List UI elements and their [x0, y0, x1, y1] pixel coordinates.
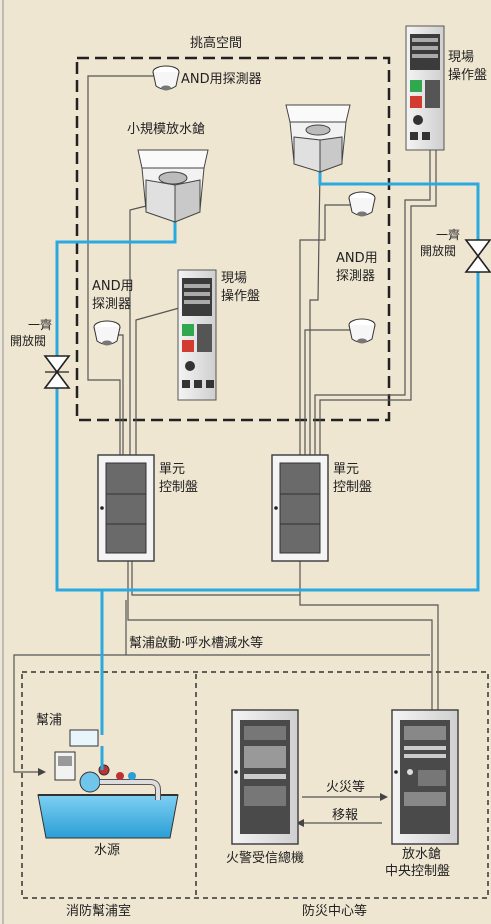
- and-detector-left-label-line1: AND用: [92, 279, 134, 294]
- unit-panel-left-label-line1: 單元: [159, 462, 186, 477]
- and-detector-left-label-line2: 探測器: [92, 297, 132, 312]
- detector-right-lower-icon: [348, 318, 376, 344]
- lower-area-boundary: [21, 671, 489, 899]
- fire-etc-label: 火災等: [326, 780, 366, 795]
- local-panel-right-label-line2: 操作盤: [448, 68, 488, 83]
- and-detector-right-label-line1: AND用: [336, 251, 378, 266]
- valve-left-icon: [43, 355, 71, 389]
- detector-left-icon: [93, 320, 121, 346]
- water-tank-icon: [37, 794, 179, 839]
- disaster-center-label: 防災中心等: [302, 904, 368, 919]
- unit-panel-right-label-line2: 控制盤: [333, 480, 373, 495]
- pump-label: 幫浦: [36, 713, 63, 728]
- central-panel-label-line1: 放水鎗: [402, 847, 442, 862]
- valve-right-icon: [464, 239, 491, 273]
- local-panel-right-icon: [405, 25, 445, 151]
- unit-panel-right-label-line1: 單元: [333, 462, 360, 477]
- valve-left-label-line2: 開放閥: [10, 334, 47, 348]
- unit-panel-left-icon: [97, 454, 155, 562]
- atrium-label: 挑高空間: [190, 36, 243, 51]
- fire-alarm-panel-label: 火警受信總機: [226, 851, 305, 866]
- water-source-label: 水源: [94, 843, 121, 858]
- valve-left-label-line1: 一齊: [28, 318, 53, 332]
- arrowheads: [38, 768, 388, 827]
- local-panel-right-label-line1: 現場: [448, 50, 475, 65]
- water-pipes: [55, 172, 480, 735]
- detector-top-icon: [152, 65, 180, 91]
- unit-panel-left-label-line2: 控制盤: [159, 480, 199, 495]
- pump-room-label: 消防幫浦室: [66, 904, 132, 919]
- central-panel-label-line2: 中央控制盤: [385, 864, 451, 879]
- water-gun-right-icon: [285, 104, 351, 173]
- detector-right-upper-icon: [348, 191, 376, 217]
- and-detector-right-label-line2: 探測器: [336, 269, 376, 284]
- central-control-panel-icon: [391, 709, 459, 845]
- unit-panel-right-icon: [271, 454, 329, 562]
- valve-right-label-line2: 開放閥: [420, 244, 457, 258]
- valve-right-label-line1: 一齊: [436, 228, 461, 242]
- fire-alarm-panel-icon: [231, 709, 299, 845]
- atrium-area-boundary: [75, 56, 391, 422]
- transfer-label: 移報: [332, 808, 359, 823]
- pump-icon: [54, 729, 161, 800]
- pump-signal-label: 幫浦啟動‧呼水槽減水等: [129, 636, 264, 651]
- local-panel-mid-label-line2: 操作盤: [221, 289, 261, 304]
- local-panel-mid-label-line1: 現場: [221, 271, 248, 286]
- small-water-gun-label: 小規模放水鎗: [127, 122, 206, 137]
- water-gun-left-icon: [137, 149, 209, 223]
- and-detector-top-label: AND用探測器: [181, 72, 262, 87]
- local-panel-mid-icon: [177, 269, 217, 401]
